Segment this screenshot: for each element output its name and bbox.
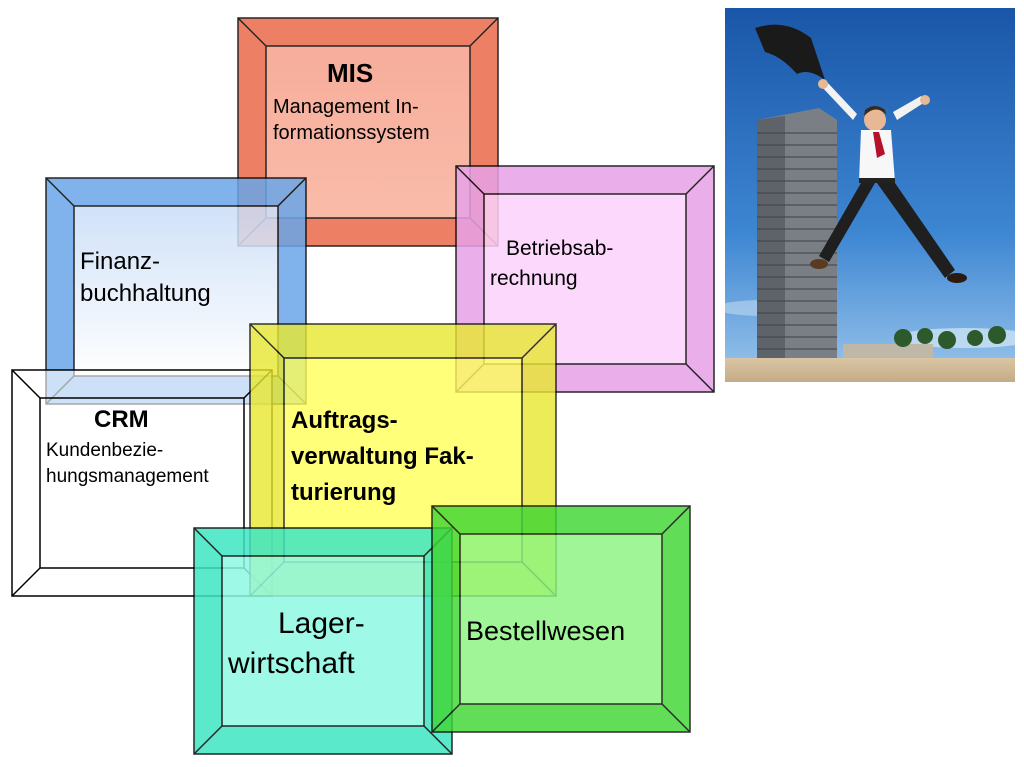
bestellwesen-label: Bestellwesen xyxy=(466,616,626,646)
lagerwirtschaft-label: Lager- wirtschaft xyxy=(228,607,365,680)
box-lagerwirtschaft xyxy=(193,527,453,755)
mis-subtitle: Management In- formationssystem xyxy=(273,96,430,144)
finanzbuchhaltung-label: Finanz- buchhaltung xyxy=(80,248,211,307)
crm-title: CRM xyxy=(94,406,149,433)
auftragsverwaltung-label: Auftrags- verwaltung Fak- turierung xyxy=(291,407,474,506)
box-bestellwesen xyxy=(431,505,691,733)
mis-title: MIS xyxy=(327,58,374,88)
crm-subtitle: Kundenbezie- hungsmanagement xyxy=(46,440,209,487)
jumping-businessman-photo xyxy=(725,8,1015,382)
betriebsabrechnung-label: Betriebsab- rechnung xyxy=(490,237,614,290)
